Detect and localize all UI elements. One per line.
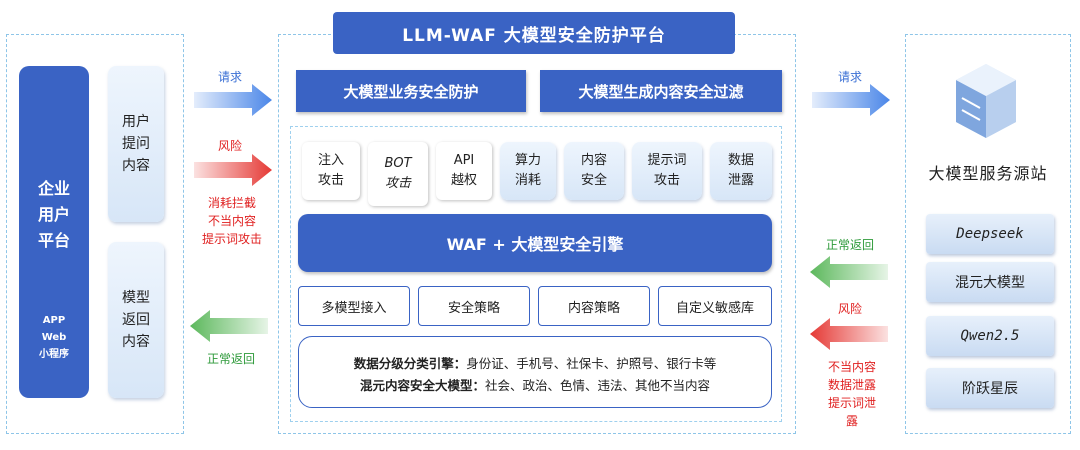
left-normal-return-label: 正常返回 bbox=[196, 350, 266, 368]
left-risk-label: 风险 bbox=[206, 137, 254, 155]
server-title: 大模型服务源站 bbox=[905, 160, 1071, 184]
data-classification-text: 身份证、手机号、社保卡、护照号、银行卡等 bbox=[466, 356, 716, 371]
threat-data-leak: 数据 泄露 bbox=[710, 142, 772, 200]
feature-custom-sensitive-library: 自定义敏感库 bbox=[658, 286, 772, 326]
feature-multi-model-access: 多模型接入 bbox=[298, 286, 410, 326]
right-normal-return-label: 正常返回 bbox=[810, 236, 890, 254]
platform-title: LLM-WAF 大模型安全防护平台 bbox=[333, 12, 735, 54]
enterprise-title: 企业 用户 平台 bbox=[19, 176, 89, 254]
threat-content-security: 内容 安全 bbox=[564, 142, 624, 200]
data-classification-line: 数据分级分类引擎：身份证、手机号、社保卡、护照号、银行卡等 bbox=[299, 353, 771, 372]
right-request-arrow bbox=[812, 84, 892, 116]
enterprise-clients: APP Web 小程序 bbox=[19, 312, 89, 363]
left-normal-return-arrow bbox=[190, 310, 270, 342]
threat-compute-consumption: 算力 消耗 bbox=[500, 142, 556, 200]
model-stepfun: 阶跃星辰 bbox=[926, 368, 1054, 408]
data-classification-title: 数据分级分类引擎： bbox=[354, 356, 467, 371]
business-protection-bar: 大模型业务安全防护 bbox=[296, 70, 526, 112]
threat-injection-attack: 注入 攻击 bbox=[302, 142, 360, 200]
right-risk-label: 风险 bbox=[818, 300, 882, 318]
model-hunyuan: 混元大模型 bbox=[926, 262, 1054, 302]
right-risk-arrow bbox=[810, 318, 890, 350]
right-normal-return-arrow bbox=[810, 256, 890, 288]
threat-prompt-attack: 提示词 攻击 bbox=[632, 142, 702, 200]
enterprise-platform-block: 企业 用户 平台 APP Web 小程序 bbox=[19, 66, 89, 398]
right-risk-detail: 不当内容 数据泄露 提示词泄 露 bbox=[812, 358, 892, 430]
threat-bot-attack: BOT 攻击 bbox=[368, 142, 428, 206]
data-engine-box: 数据分级分类引擎：身份证、手机号、社保卡、护照号、银行卡等 混元内容安全大模型：… bbox=[298, 336, 772, 408]
model-return-card: 模型 返回 内容 bbox=[108, 242, 164, 398]
model-qwen: Qwen2.5 bbox=[926, 316, 1054, 356]
feature-content-policy: 内容策略 bbox=[538, 286, 650, 326]
model-deepseek: Deepseek bbox=[926, 214, 1054, 254]
waf-engine-bar: WAF + 大模型安全引擎 bbox=[298, 214, 772, 272]
left-risk-detail: 消耗拦截 不当内容 提示词攻击 bbox=[192, 194, 272, 248]
server-icon bbox=[946, 52, 1026, 144]
left-request-arrow bbox=[194, 84, 274, 116]
content-safety-title: 混元内容安全大模型： bbox=[360, 378, 485, 393]
left-risk-arrow bbox=[194, 154, 274, 186]
user-question-card: 用户 提问 内容 bbox=[108, 66, 164, 222]
threat-api-privilege: API 越权 bbox=[436, 142, 492, 200]
feature-security-policy: 安全策略 bbox=[418, 286, 530, 326]
content-safety-text: 社会、政治、色情、违法、其他不当内容 bbox=[485, 378, 710, 393]
content-safety-line: 混元内容安全大模型：社会、政治、色情、违法、其他不当内容 bbox=[299, 375, 771, 394]
content-filter-bar: 大模型生成内容安全过滤 bbox=[540, 70, 782, 112]
